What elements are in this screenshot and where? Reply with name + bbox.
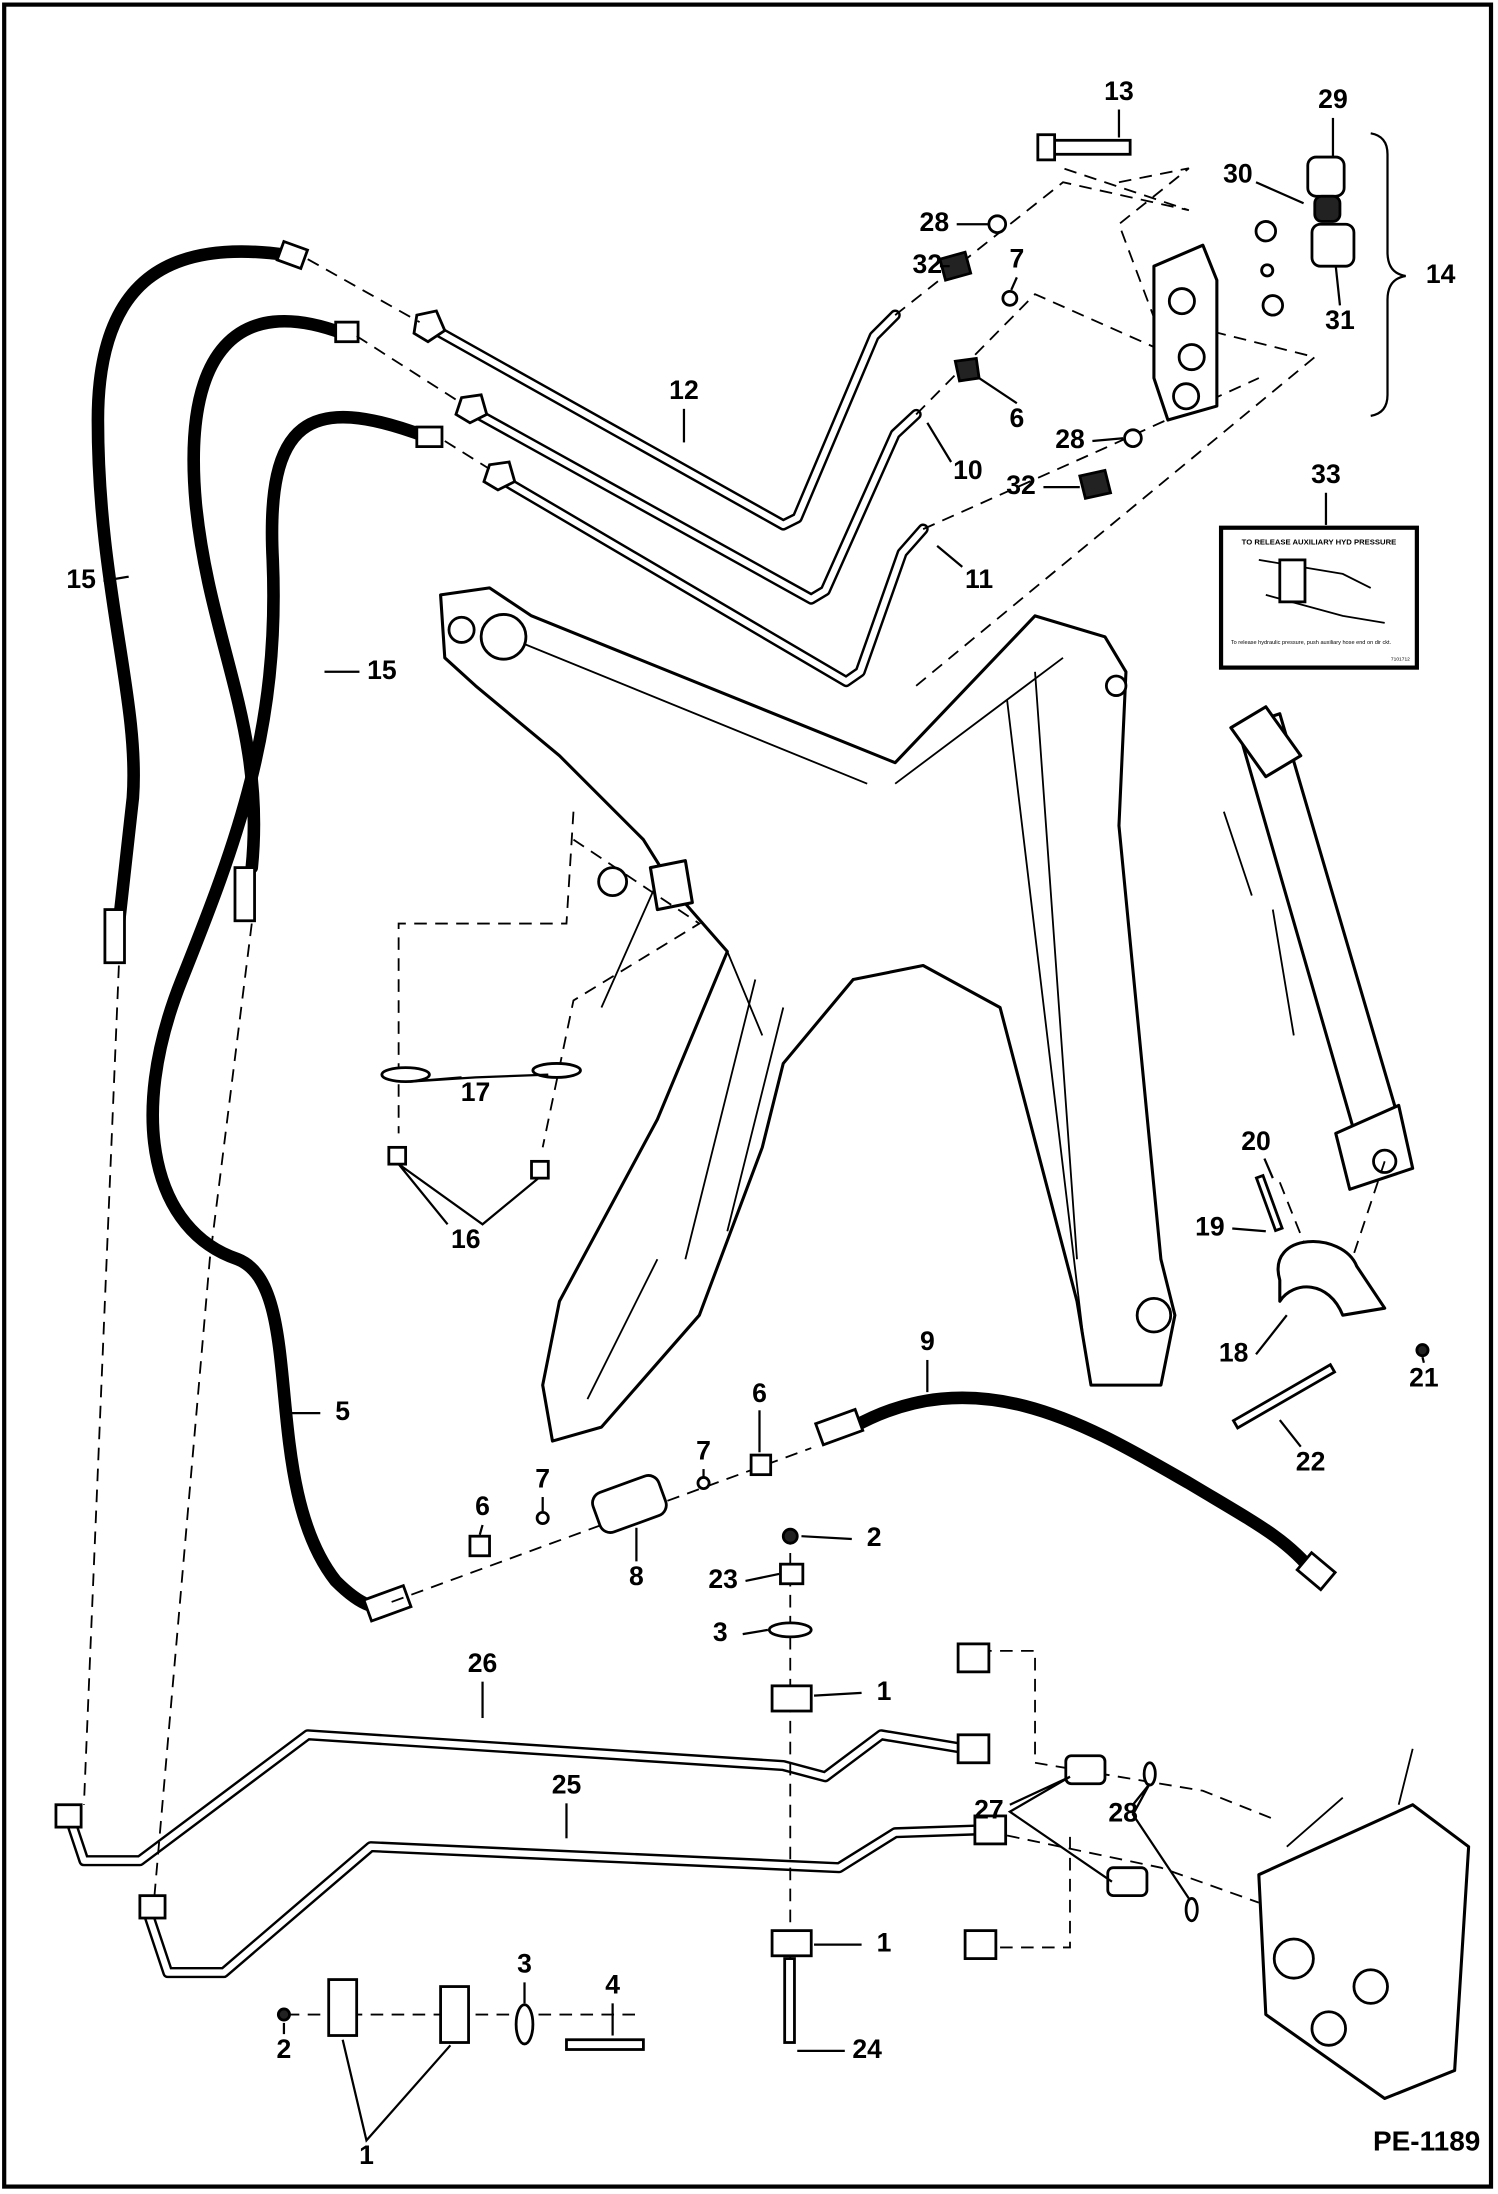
callout-8: 8 [629,1561,644,1591]
bracket-14 [1370,132,1406,417]
callout-30: 30 [1223,158,1253,188]
callout-24: 24 [852,2034,882,2064]
callout-leader-6 [978,377,1018,405]
callout-leader-20 [1263,1158,1274,1179]
hose-15-left [91,245,294,930]
callout-leader-18 [1255,1314,1288,1356]
lift-cylinder [1222,705,1415,1191]
callout-15: 15 [66,564,96,594]
small-parts [276,133,1471,2101]
callout-32: 32 [913,249,943,279]
callout-28: 28 [1108,1798,1138,1828]
decal-code: 7101712 [1391,657,1410,663]
callout-leader-2 [801,1535,852,1541]
callout-20: 20 [1241,1126,1271,1156]
callout-7: 7 [696,1435,711,1465]
callout-leader-1 [341,2039,452,2143]
callout-29: 29 [1318,84,1348,114]
callout-7: 7 [1009,244,1024,274]
callout-9: 9 [920,1326,935,1356]
callout-leader-3 [742,1628,769,1636]
callout-26: 26 [468,1648,498,1678]
callout-leader-7 [1010,276,1018,291]
callout-leader-1 [813,1691,862,1697]
callout-6: 6 [475,1491,490,1521]
callout-17: 17 [461,1077,491,1107]
hose-15-center [187,314,349,874]
callout-32: 32 [1006,470,1036,500]
callout-leader-17 [409,1073,549,1083]
callout-leader-22 [1278,1419,1302,1448]
callout-5: 5 [335,1396,350,1426]
hose-9 [846,1391,1322,1581]
callout-leader-27 [1007,1775,1113,1883]
hose-5 [146,410,433,1614]
callout-31: 31 [1325,305,1355,335]
callout-leader-11 [936,545,964,568]
callout-leader-28 [1092,437,1124,443]
decal-instruction: To release hydraulic pressure, push auxi… [1231,640,1392,646]
decal-33: TO RELEASE AUXILIARY HYD PRESSURE To rel… [1218,525,1419,670]
callout-leader-16 [397,1163,540,1226]
drawing-number: PE-1189 [1373,2126,1480,2157]
callout-23: 23 [708,1564,738,1594]
callout-27: 27 [974,1795,1004,1825]
tubes-upper [412,309,929,688]
hose-fittings [103,239,1338,1623]
callout-2: 2 [277,2034,292,2064]
callout-13: 13 [1104,76,1134,106]
callout-14: 14 [1426,259,1456,289]
assembly-lines [83,167,1386,2043]
callout-18: 18 [1219,1337,1249,1367]
callout-12: 12 [669,375,699,405]
callout-22: 22 [1296,1446,1326,1476]
callout-11: 11 [965,564,993,594]
loader-frame [439,586,1177,1443]
callout-leader-23 [745,1572,780,1583]
decal-title: TO RELEASE AUXILIARY HYD PRESSURE [1242,538,1397,547]
callout-leader-31 [1334,266,1342,306]
callout-19: 19 [1195,1211,1225,1241]
callout-28: 28 [920,207,950,237]
callout-leader-21 [1421,1356,1425,1364]
callout-leader-28 [1131,1783,1190,1900]
callout-25: 25 [552,1770,582,1800]
callout-1: 1 [359,2140,374,2170]
callout-leader-19 [1232,1227,1266,1233]
callout-1: 1 [877,1928,892,1958]
callout-leader-10 [926,422,953,463]
callout-21: 21 [1409,1363,1439,1393]
callout-4: 4 [605,1970,620,2000]
callout-16: 16 [451,1224,481,1254]
tubes-lower [54,1729,1008,1979]
callout-3: 3 [517,1949,532,1979]
callout-leader-6 [478,1524,484,1536]
callout-10: 10 [953,455,983,485]
callout-6: 6 [752,1378,767,1408]
callout-33: 33 [1311,459,1341,489]
callout-28: 28 [1055,424,1085,454]
callout-2: 2 [867,1522,882,1552]
callout-6: 6 [1009,403,1024,433]
callout-7: 7 [535,1463,550,1493]
callout-15: 15 [367,655,397,685]
callout-3: 3 [713,1617,728,1647]
callout-leader-15 [103,575,129,582]
callout-1: 1 [877,1676,892,1706]
callout-leader-30 [1255,181,1305,205]
